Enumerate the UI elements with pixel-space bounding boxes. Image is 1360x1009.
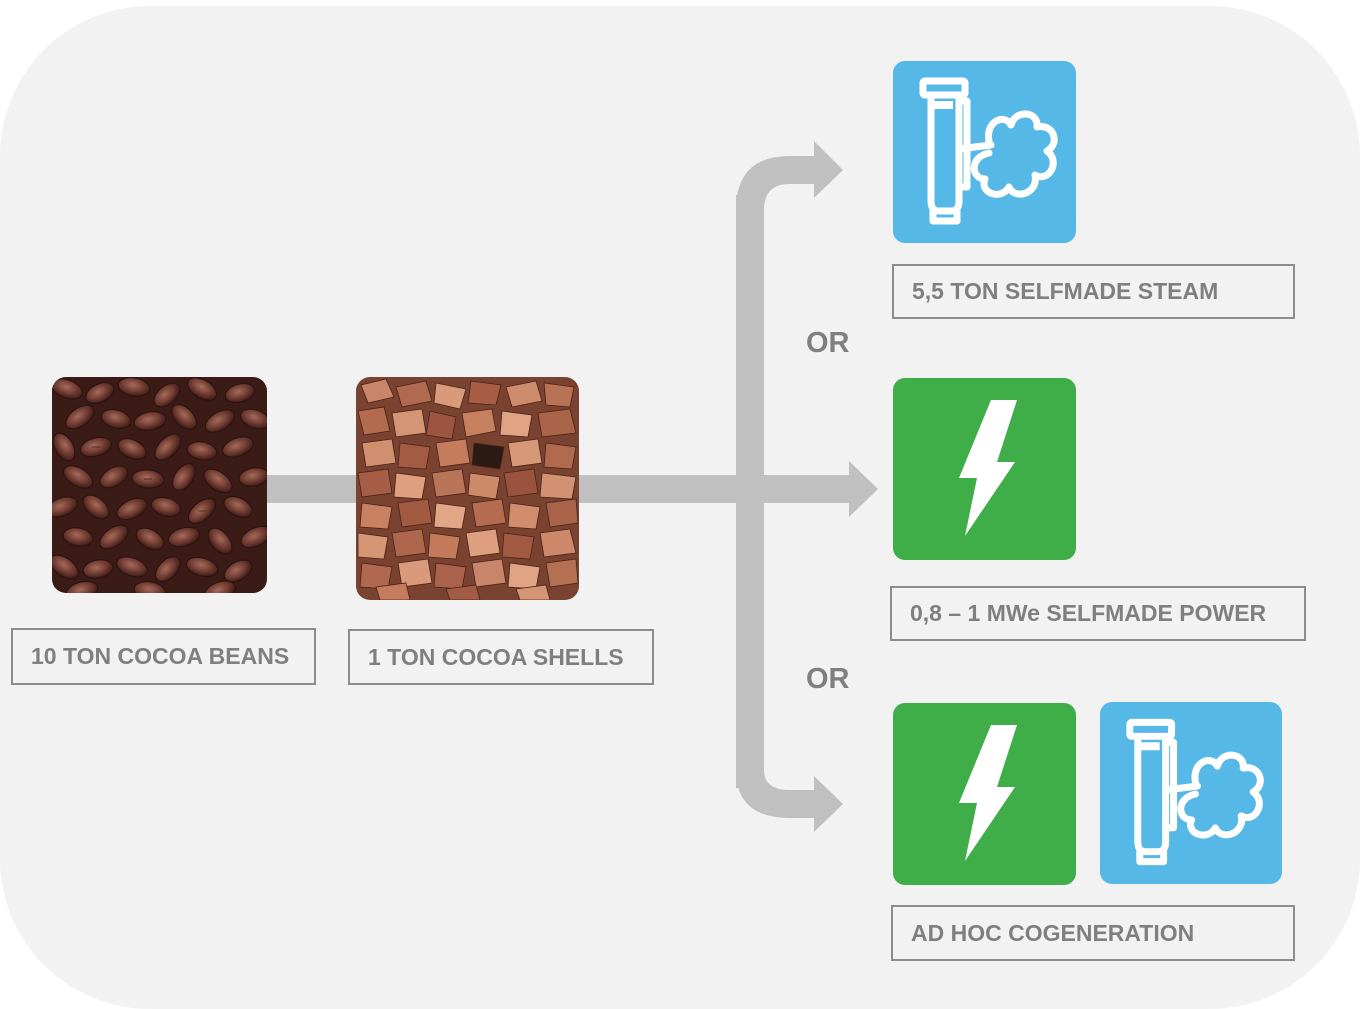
input-label-text: 10 TON COCOA BEANS <box>31 643 290 669</box>
flow-branch-top <box>736 156 815 210</box>
input-label-cocoa-beans: 10 TON COCOA BEANS <box>11 628 316 685</box>
input-label-text: 1 TON COCOA SHELLS <box>368 643 624 670</box>
flow-branch-bottom <box>736 770 815 818</box>
flow-arrowhead-bottom <box>814 776 843 832</box>
cocoa-shells-photo <box>356 377 579 600</box>
output-label-text: 5,5 TON SELFMADE STEAM <box>912 278 1219 304</box>
output-label-cogeneration: AD HOC COGENERATION <box>891 905 1295 961</box>
lightning-bolt-icon <box>893 378 1076 560</box>
cocoa-beans-photo <box>52 377 267 593</box>
flow-line-vertical <box>736 195 764 788</box>
flow-arrowhead-middle <box>849 461 878 517</box>
steam-boiler-icon <box>893 61 1076 243</box>
or-connector-1: OR <box>806 327 850 359</box>
lightning-bolt-icon <box>893 703 1076 885</box>
output-label-power: 0,8 – 1 MWe SELFMADE POWER <box>890 586 1306 641</box>
flow-arrowhead-top <box>814 141 843 198</box>
or-connector-2: OR <box>806 663 850 695</box>
input-label-cocoa-shells: 1 TON COCOA SHELLS <box>348 629 654 685</box>
output-label-text: AD HOC COGENERATION <box>911 919 1195 946</box>
output-label-steam: 5,5 TON SELFMADE STEAM <box>892 264 1295 319</box>
output-label-text: 0,8 – 1 MWe SELFMADE POWER <box>910 600 1267 626</box>
steam-boiler-icon <box>1100 702 1282 884</box>
